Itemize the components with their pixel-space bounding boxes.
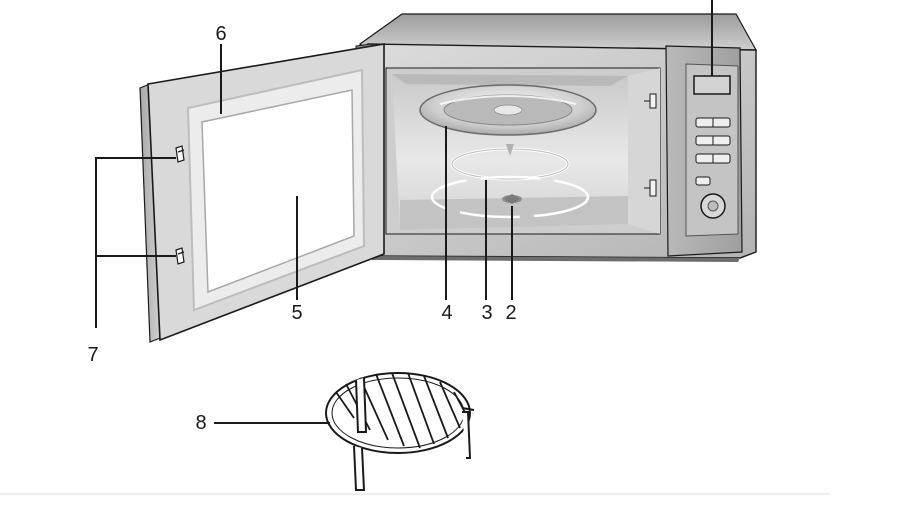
body-base-shadow: [372, 256, 740, 262]
rack-leg-right: [462, 411, 472, 459]
rack-bar: [335, 391, 355, 419]
grill-rack: [325, 372, 475, 491]
panel-buttons: [695, 117, 731, 186]
floor-guide-ring: [430, 175, 590, 219]
glass-tray: [419, 84, 597, 136]
microwave-door: [139, 43, 385, 343]
control-panel-inner: [685, 63, 739, 237]
door-latch-lower: [175, 247, 185, 265]
rack-bar: [375, 373, 405, 447]
cavity-floor: [400, 196, 628, 230]
callout-4: 4: [441, 302, 452, 324]
turntable-shaft: [502, 194, 522, 204]
rack-bar: [423, 375, 449, 439]
display-window: [693, 75, 731, 95]
rack-bar: [391, 372, 421, 449]
cavity-right-wall: [628, 68, 660, 234]
control-dial-center: [707, 200, 719, 212]
rack-leg-front: [353, 445, 366, 491]
callout-5: 5: [291, 302, 302, 324]
door-latch-upper: [175, 145, 185, 163]
rack-leg-foot: [461, 407, 475, 411]
shaft-fins: [504, 194, 520, 204]
latch-slot-lower: [649, 179, 657, 197]
leader-lines: [95, 44, 513, 424]
tray-highlight: [439, 95, 577, 105]
door-window: [201, 89, 355, 294]
tray-hub: [493, 104, 523, 116]
leader-7: [95, 157, 176, 328]
latch-slot-upper: [649, 93, 657, 109]
panel-button[interactable]: [695, 176, 711, 186]
callout-8: 8: [195, 412, 206, 434]
callout-7: 7: [87, 344, 98, 366]
rack-bar: [439, 381, 461, 429]
roller-ring-top: [506, 144, 514, 156]
callout-6: 6: [215, 23, 226, 45]
callout-3: 3: [481, 302, 492, 324]
rack-bar: [407, 372, 435, 445]
roller-ring: [450, 144, 570, 181]
control-panel: [665, 45, 743, 257]
cavity-ceiling: [392, 74, 628, 86]
rack-ring: [325, 372, 471, 454]
callout-2: 2: [505, 302, 516, 324]
rack-leg-back: [355, 377, 368, 433]
callout-numbers: 6 5 4 3 2 7 8: [87, 23, 516, 434]
